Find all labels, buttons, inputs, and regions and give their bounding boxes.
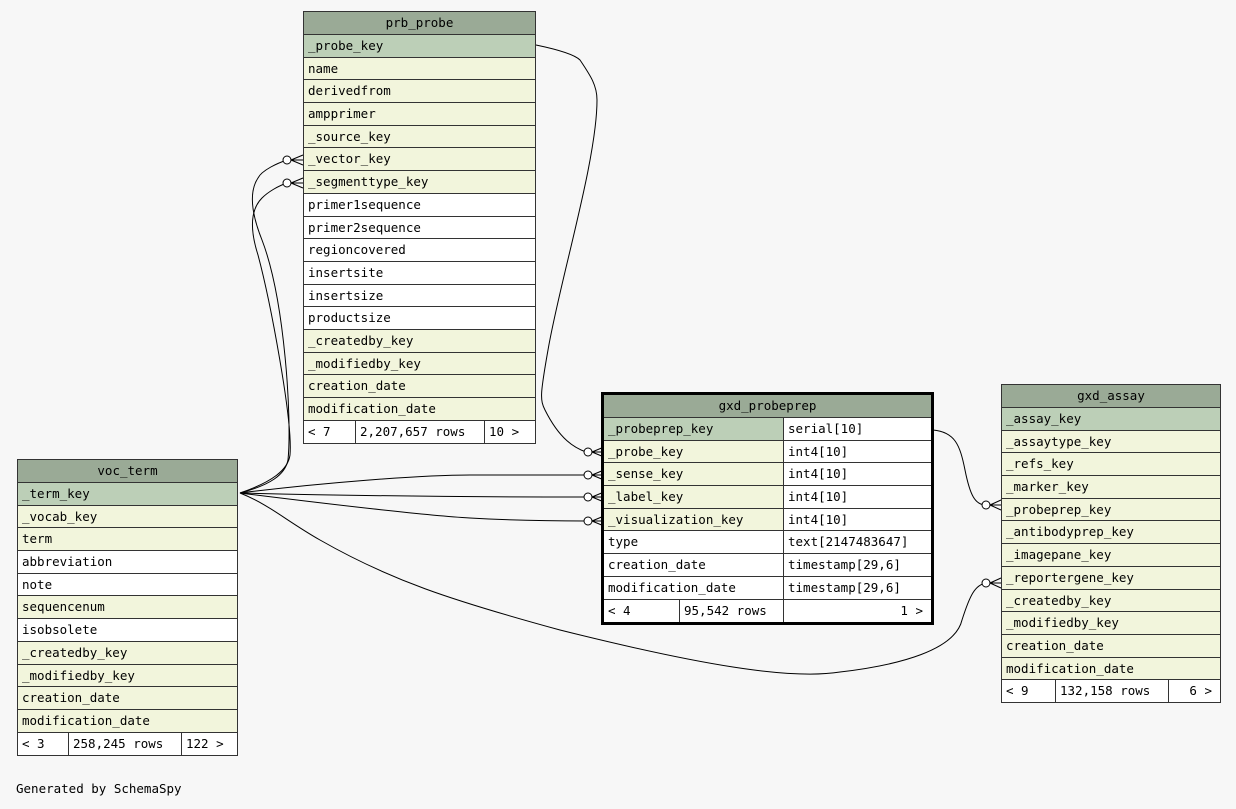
column-row: _vector_key (304, 148, 535, 172)
column-name: creation_date (604, 554, 784, 576)
edge-segmenttype-key (239, 182, 291, 494)
column-name: type (604, 531, 784, 554)
edge-sense-key (239, 474, 586, 494)
column-row: primer2sequence (304, 216, 535, 240)
table-title[interactable]: gxd_probeprep (604, 395, 931, 418)
column-name: _sense_key (604, 463, 784, 486)
column-row: productsize (304, 307, 535, 330)
column-row: creation_date (1002, 634, 1220, 658)
column-row: derivedfrom (304, 80, 535, 104)
table-title[interactable]: prb_probe (304, 12, 535, 35)
children-link[interactable]: 122 > (186, 735, 224, 751)
column-type: int4[10] (784, 486, 931, 508)
column-name: _probe_key (604, 440, 784, 463)
column-row: note (18, 573, 237, 597)
table-footer: < 4 95,542 rows 1 > (604, 599, 931, 622)
children-link[interactable]: 6 > (1189, 683, 1212, 699)
column-type: timestamp[29,6] (784, 576, 931, 599)
column-type: serial[10] (784, 418, 931, 440)
column-row: creation_date (304, 375, 535, 398)
parents-link[interactable]: < 7 (304, 420, 356, 443)
edge-reportergene-key (239, 492, 987, 675)
children-link[interactable]: 10 > (489, 423, 520, 439)
column-row: name (304, 57, 535, 81)
column-row: _assay_key (1002, 408, 1220, 431)
edge-label-key (239, 492, 587, 498)
column-row: _probe_key int4[10] (604, 440, 931, 464)
table-gxd-assay[interactable]: gxd_assay _assay_key _assaytype_key _ref… (1001, 384, 1221, 704)
table-footer: < 9 132,158 rows 6 > (1002, 680, 1220, 703)
parents-link[interactable]: < 4 (604, 599, 680, 622)
edge-probeprep-key (932, 429, 987, 506)
column-row: _probeprep_key (1002, 498, 1220, 522)
column-row: _sense_key int4[10] (604, 463, 931, 487)
column-row: ampprimer (304, 103, 535, 126)
column-row: regioncovered (304, 239, 535, 262)
column-type: text[2147483647] (784, 531, 931, 554)
column-row: _modifiedby_key (1002, 612, 1220, 635)
column-row: primer1sequence (304, 193, 535, 217)
column-row: creation_date (18, 687, 237, 710)
column-row: _probe_key (304, 35, 535, 58)
column-type: int4[10] (784, 508, 931, 531)
column-type: int4[10] (784, 463, 931, 486)
column-name: _visualization_key (604, 508, 784, 531)
column-row: _visualization_key int4[10] (604, 508, 931, 532)
column-row: isobsolete (18, 619, 237, 642)
column-row: abbreviation (18, 551, 237, 574)
column-row: _createdby_key (1002, 589, 1220, 613)
column-row: insertsite (304, 261, 535, 285)
table-voc-term[interactable]: voc_term _term_key _vocab_key term abbre… (17, 459, 238, 756)
column-row: _imagepane_key (1002, 544, 1220, 567)
column-row: modification_date timestamp[29,6] (604, 576, 931, 600)
row-count: 95,542 rows (680, 599, 784, 622)
column-name: _probeprep_key (604, 418, 784, 440)
children-link[interactable]: 1 > (900, 602, 923, 618)
row-count: 258,245 rows (69, 732, 182, 755)
edge-vector-key (239, 159, 290, 494)
row-count: 132,158 rows (1056, 680, 1169, 703)
column-row: _createdby_key (18, 641, 237, 665)
column-row: _modifiedby_key (304, 352, 535, 376)
column-row: _probeprep_key serial[10] (604, 418, 931, 441)
column-row: term (18, 528, 237, 552)
column-row: _antibodyprep_key (1002, 521, 1220, 545)
column-row: _refs_key (1002, 453, 1220, 477)
generated-by-label: Generated by SchemaSpy (16, 781, 182, 796)
table-prb-probe[interactable]: prb_probe _probe_key name derivedfrom am… (303, 11, 536, 444)
edge-probe-key (535, 44, 598, 453)
table-footer: < 7 2,207,657 rows 10 > (304, 420, 535, 443)
edge-visualization-key (239, 492, 587, 522)
column-row: _label_key int4[10] (604, 486, 931, 509)
parents-link[interactable]: < 9 (1002, 680, 1056, 703)
column-row: _marker_key (1002, 476, 1220, 499)
column-row: modification_date (1002, 657, 1220, 681)
column-row: _modifiedby_key (18, 664, 237, 688)
table-gxd-probeprep[interactable]: gxd_probeprep _probeprep_key serial[10] … (601, 392, 934, 625)
column-row: _vocab_key (18, 505, 237, 529)
column-row: _reportergene_key (1002, 566, 1220, 590)
column-row: sequencenum (18, 596, 237, 620)
column-row: _createdby_key (304, 329, 535, 353)
table-title[interactable]: voc_term (18, 460, 237, 483)
column-row: type text[2147483647] (604, 531, 931, 555)
column-type: timestamp[29,6] (784, 554, 931, 576)
column-row: modification_date (304, 398, 535, 421)
column-row: modification_date (18, 709, 237, 733)
column-name: _label_key (604, 486, 784, 508)
row-count: 2,207,657 rows (356, 420, 485, 443)
column-type: int4[10] (784, 440, 931, 463)
column-row: insertsize (304, 284, 535, 308)
column-row: _term_key (18, 483, 237, 506)
table-footer: < 3 258,245 rows 122 > (18, 732, 237, 755)
column-row: creation_date timestamp[29,6] (604, 554, 931, 577)
column-row: _assaytype_key (1002, 430, 1220, 454)
column-row: _source_key (304, 125, 535, 149)
table-title[interactable]: gxd_assay (1002, 385, 1220, 408)
column-row: _segmenttype_key (304, 171, 535, 194)
parents-link[interactable]: < 3 (18, 732, 69, 755)
column-name: modification_date (604, 576, 784, 599)
